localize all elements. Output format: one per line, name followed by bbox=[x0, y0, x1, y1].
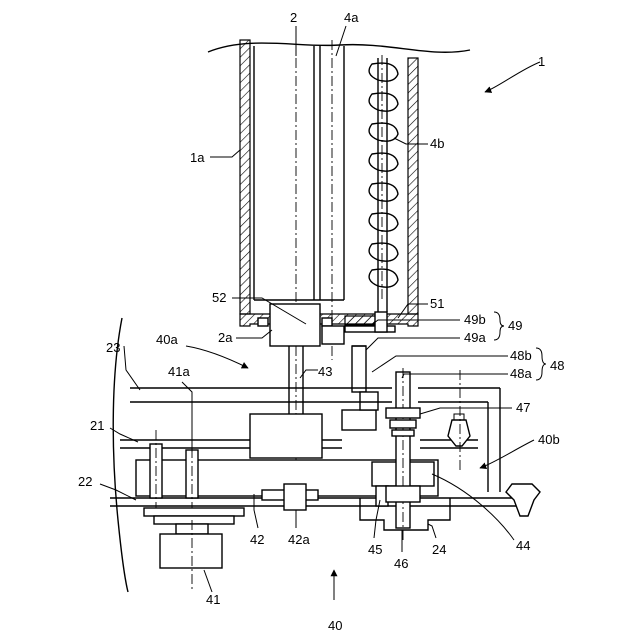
label-44: 44 bbox=[516, 538, 530, 553]
motor-41 bbox=[144, 508, 244, 590]
clip-fasteners bbox=[448, 370, 540, 516]
label-45: 45 bbox=[368, 542, 382, 557]
label-41: 41 bbox=[206, 592, 220, 607]
wall-outline bbox=[113, 318, 128, 592]
label-48a: 48a bbox=[510, 366, 532, 381]
label-2a: 2a bbox=[218, 330, 233, 345]
label-40a: 40a bbox=[156, 332, 178, 347]
label-41a: 41a bbox=[168, 364, 190, 379]
label-4a: 4a bbox=[344, 10, 359, 25]
label-24: 24 bbox=[432, 542, 446, 557]
label-48: 48 bbox=[550, 358, 564, 373]
label-42: 42 bbox=[250, 532, 264, 547]
label-40b: 40b bbox=[538, 432, 560, 447]
casing-1a bbox=[208, 40, 470, 326]
label-52: 52 bbox=[212, 290, 226, 305]
label-23: 23 bbox=[106, 340, 120, 355]
label-21: 21 bbox=[90, 418, 104, 433]
label-48b: 48b bbox=[510, 348, 532, 363]
label-40: 40 bbox=[328, 618, 342, 633]
label-49a: 49a bbox=[464, 330, 486, 345]
label-22: 22 bbox=[78, 474, 92, 489]
label-4b: 4b bbox=[430, 136, 444, 151]
label-46: 46 bbox=[394, 556, 408, 571]
screw-4b bbox=[369, 55, 398, 312]
tube-lower-2a bbox=[258, 304, 395, 346]
label-2: 2 bbox=[290, 10, 297, 25]
label-1a: 1a bbox=[190, 150, 205, 165]
label-49: 49 bbox=[508, 318, 522, 333]
label-1: 1 bbox=[538, 54, 545, 69]
label-43: 43 bbox=[318, 364, 332, 379]
frame-22 bbox=[110, 498, 530, 506]
label-47: 47 bbox=[516, 400, 530, 415]
label-51: 51 bbox=[430, 296, 444, 311]
label-42a: 42a bbox=[288, 532, 310, 547]
label-49b: 49b bbox=[464, 312, 486, 327]
